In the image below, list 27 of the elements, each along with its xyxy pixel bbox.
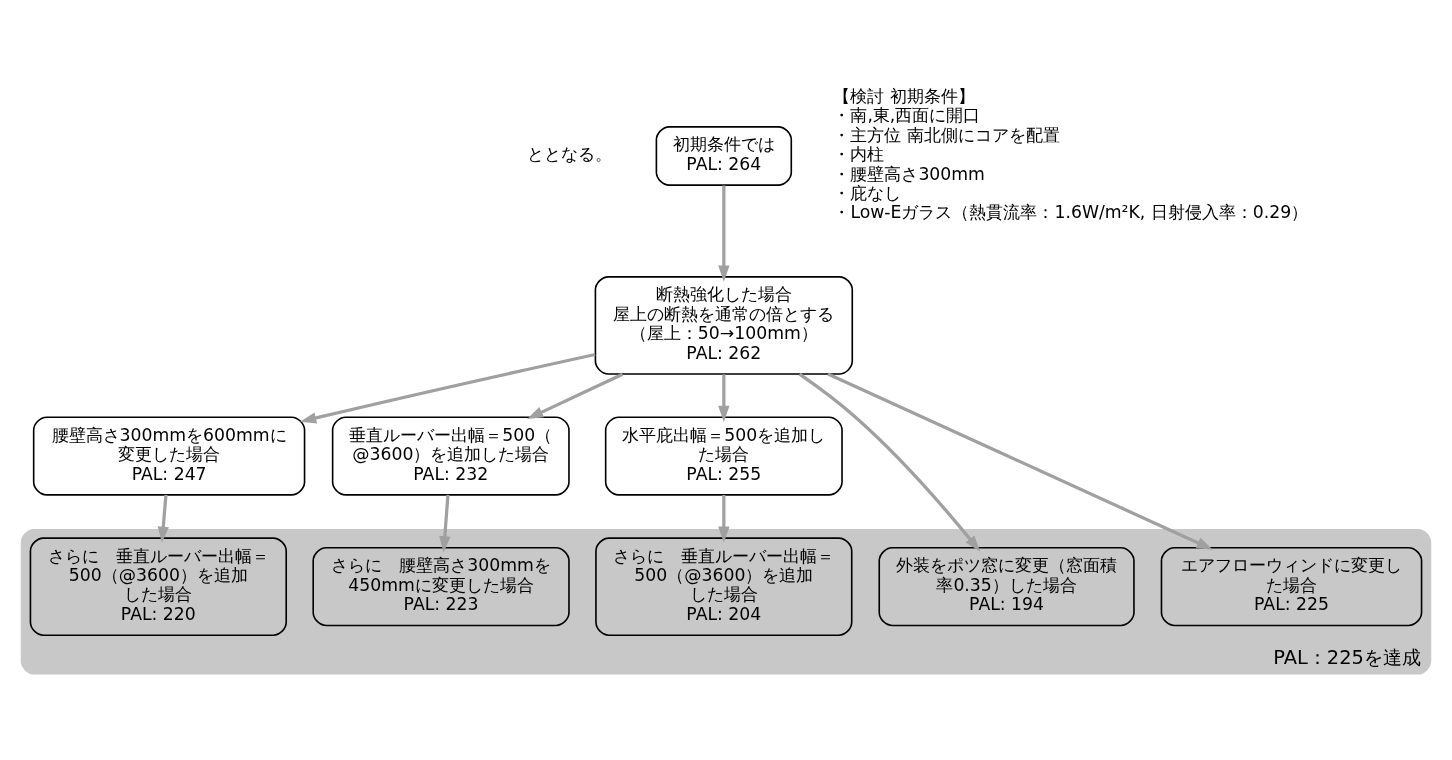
label: ・主方位 南北側にコアを配置	[833, 124, 1060, 145]
label: ・南,東,西面に開口	[833, 104, 981, 125]
node-box: 垂直ルーバー出幅＝500（@3600）を追加した場合 PAL: 232	[331, 415, 570, 496]
label: ・腰壁高さ300mm	[833, 163, 985, 184]
label: ・内柱	[833, 143, 885, 164]
arrow	[157, 494, 169, 543]
node-box: 腰壁高さ300mmを600mmに変更した場合 PAL: 247	[32, 415, 306, 496]
node-box: 水平庇出幅＝500を追加した場合 PAL: 255	[604, 415, 843, 496]
label: ととなる。	[527, 143, 613, 164]
node-box: さらに 垂直ルーバー出幅＝500（@3600）を追加した場合 PAL: 220	[29, 536, 288, 636]
arrow	[827, 372, 1213, 550]
node-box: エアフローウィンドに変更した場合 PAL: 225	[1160, 546, 1423, 626]
node-box: 初期条件では PAL: 264	[655, 125, 793, 186]
arrow	[718, 494, 730, 543]
arrow	[527, 372, 624, 419]
node-box: 外装をポツ窓に変更（窓面積率0.35）した場合 PAL: 194	[878, 546, 1135, 626]
node-box: さらに 腰壁高さ300mmを450mmに変更した場合 PAL: 223	[312, 546, 570, 626]
arrow	[439, 494, 451, 552]
arrow	[718, 184, 730, 282]
label: ・庇なし	[833, 182, 902, 203]
label: ・Low-Eガラス（熱貫流率：1.6W/m²K, 日射侵入率：0.29）	[833, 201, 1309, 222]
node-box: さらに 垂直ルーバー出幅＝500（@3600）を追加した場合 PAL: 204	[595, 536, 853, 636]
label: 【検討 初期条件】	[833, 85, 975, 106]
arrow	[300, 352, 596, 423]
arrow	[718, 373, 730, 422]
arrow	[798, 372, 981, 552]
node-box: 断熱強化した場合 屋上の断熱を通常の倍とする（屋上：50→100mm） PAL: 262	[594, 275, 854, 375]
